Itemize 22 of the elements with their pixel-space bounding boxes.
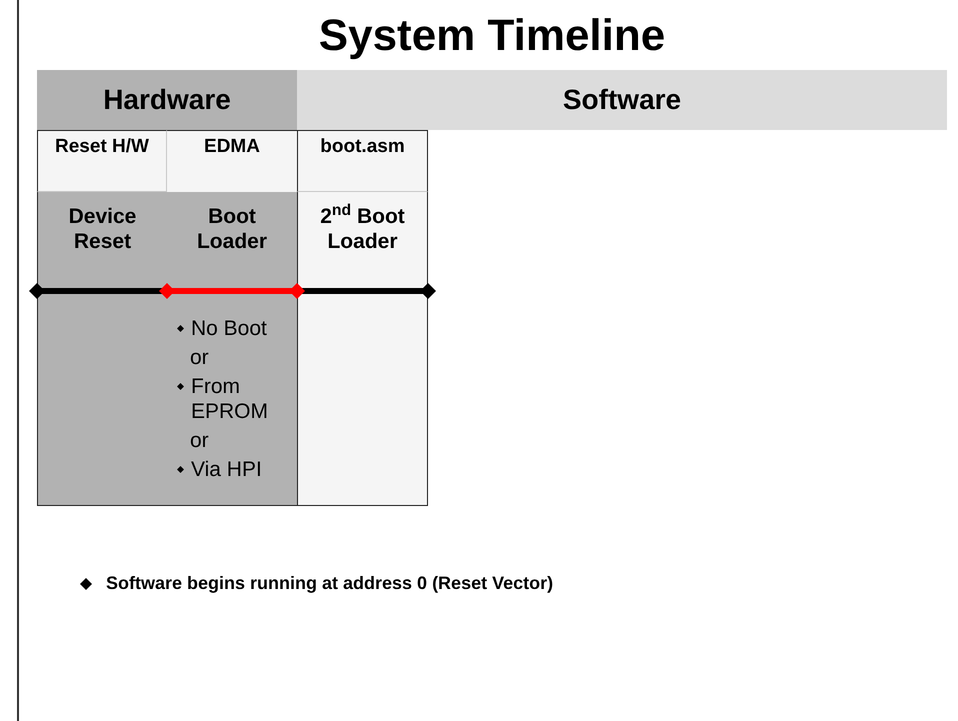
note-text: Software begins running at address 0 (Reset Vector)	[106, 572, 554, 595]
header-band	[297, 70, 947, 130]
cell-heading: Boot Loader	[196, 204, 268, 254]
bullet-text: or	[190, 428, 210, 453]
bullet-text: No Boot	[191, 316, 268, 341]
cell-heading: EDMA	[203, 135, 261, 159]
timeline-cell	[37, 192, 167, 506]
cell-heading: 2$^{nd}$ Boot Loader	[319, 204, 406, 254]
timeline-cell	[37, 130, 167, 192]
header-band	[37, 70, 297, 130]
cell-heading: boot.asm	[319, 135, 406, 159]
cell-heading: Hardware	[102, 83, 232, 117]
cell-heading: Device Reset	[68, 204, 138, 254]
cell-heading: Software	[562, 83, 682, 117]
bullet-text: or	[190, 345, 210, 370]
title: System Timeline	[318, 10, 666, 62]
timeline-cell	[297, 130, 428, 192]
timeline-cell	[167, 192, 297, 506]
cell-heading: Reset H/W	[54, 135, 150, 159]
timeline-cell	[167, 130, 297, 192]
bullet-text: Via HPI	[191, 457, 263, 482]
timeline-cell	[297, 192, 428, 506]
